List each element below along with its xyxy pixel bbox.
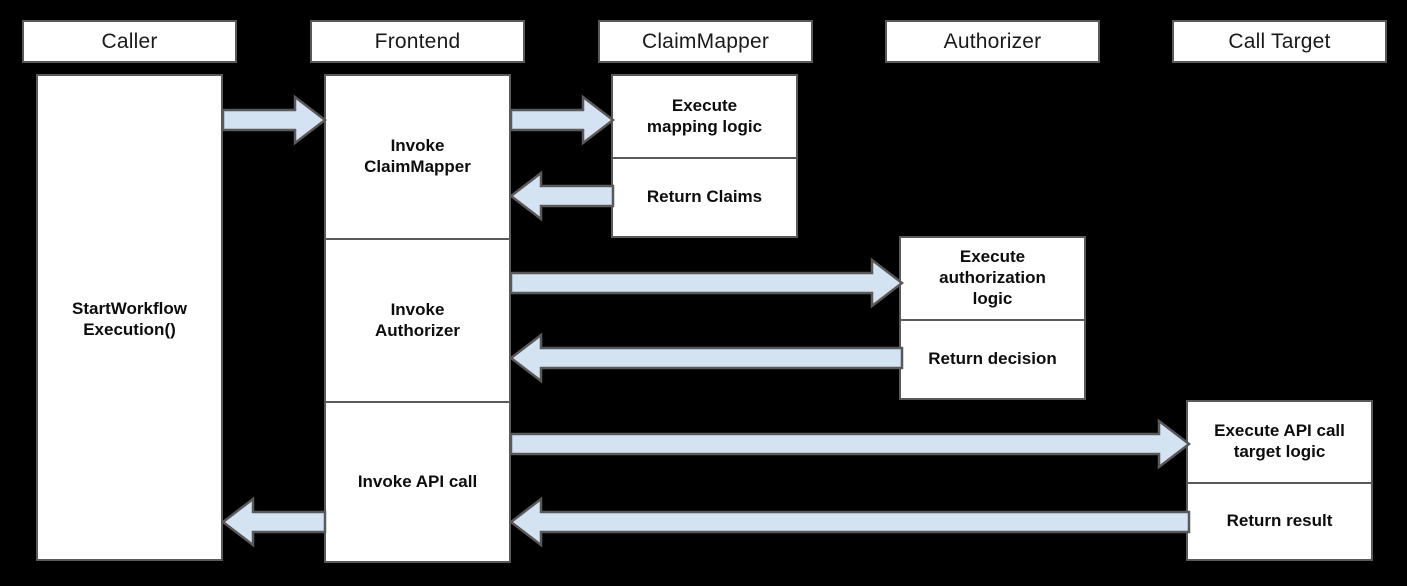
participant-label: Frontend — [374, 29, 461, 53]
message-arrow-claimmapper-to-frontend — [508, 170, 615, 222]
message-arrow-frontend-to-calltarget — [509, 418, 1192, 470]
lifeline-segment-invoke-api-call: Invoke API call — [326, 401, 509, 561]
message-arrow-calltarget-to-frontend — [508, 496, 1191, 548]
message-arrow-frontend-to-caller — [220, 496, 327, 548]
message-arrow-frontend-to-claimmapper — [509, 94, 616, 146]
participant-label: Call Target — [1228, 29, 1331, 53]
lifeline-segment-return-claims: Return Claims — [613, 157, 796, 236]
participant-header-claimmapper: ClaimMapper — [598, 20, 813, 63]
participant-header-caller: Caller — [22, 20, 237, 63]
participant-label: ClaimMapper — [641, 29, 770, 53]
message-arrow-caller-to-frontend — [221, 94, 328, 146]
lifeline-segment-return-decision: Return decision — [901, 319, 1084, 398]
participant-header-authorizer: Authorizer — [885, 20, 1100, 63]
lifeline-segment-return-result: Return result — [1188, 482, 1371, 559]
participant-label: Caller — [101, 29, 158, 53]
participant-header-calltarget: Call Target — [1172, 20, 1387, 63]
participant-label: Authorizer — [943, 29, 1042, 53]
participant-header-frontend: Frontend — [310, 20, 525, 63]
message-arrow-frontend-to-authorizer — [509, 257, 905, 309]
message-arrow-authorizer-to-frontend — [508, 332, 904, 384]
